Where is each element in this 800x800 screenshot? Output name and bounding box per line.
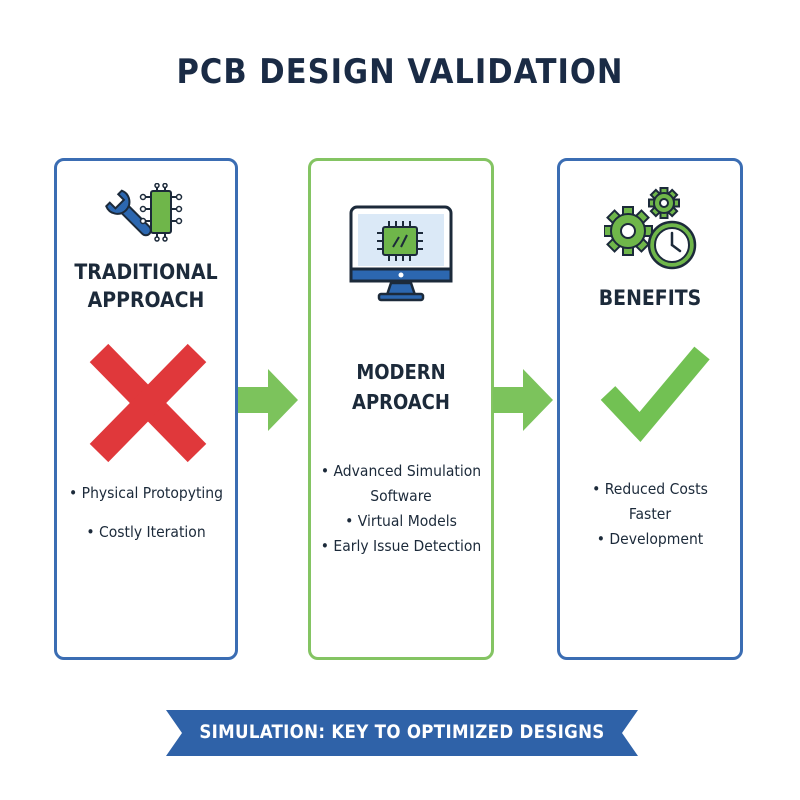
panel-modern: MODERN APROACH • Advanced Simulation Sof…: [308, 158, 494, 660]
banner-ribbon: [166, 710, 638, 756]
traditional-title-line1: TRADITIONAL: [74, 260, 218, 284]
list-item: • Costly Iteration: [86, 523, 206, 541]
wrench-chip-icon: [105, 183, 183, 242]
red-x-icon: [89, 343, 207, 463]
panel-benefits: BENEFITS • Reduced Costs Faster • Develo…: [557, 158, 743, 660]
list-item: Faster: [628, 505, 672, 523]
green-check-icon: [600, 346, 710, 443]
modern-title-line1: MODERN: [356, 360, 446, 384]
list-item: • Early Issue Detection: [320, 537, 482, 555]
traditional-list: • Physical Protopyting • Costly Iteratio…: [57, 481, 235, 545]
list-item: • Virtual Models: [345, 512, 457, 530]
benefits-title: BENEFITS: [598, 286, 702, 310]
list-item: • Reduced Costs: [592, 480, 708, 498]
banner-text: SIMULATION: KEY TO OPTIMIZED DESIGNS: [199, 722, 605, 743]
modern-title-line2: APROACH: [352, 390, 450, 414]
page-title: PCB DESIGN VALIDATION: [176, 52, 624, 92]
panel-traditional: TRADITIONAL APPROACH • Physical Protopyt…: [54, 158, 238, 660]
gears-clock-icon: [604, 187, 697, 270]
monitor-chip-icon: [349, 205, 453, 302]
modern-list: • Advanced Simulation Software • Virtual…: [311, 459, 491, 559]
arrow-right-icon: [238, 369, 298, 431]
traditional-title-line2: APPROACH: [87, 288, 205, 312]
list-item: • Development: [596, 530, 704, 548]
list-item: • Advanced Simulation: [320, 462, 482, 480]
list-item: Software: [370, 487, 432, 505]
arrow-right-icon: [493, 369, 553, 431]
benefits-list: • Reduced Costs Faster • Development: [560, 477, 740, 552]
list-item: • Physical Protopyting: [69, 484, 223, 502]
